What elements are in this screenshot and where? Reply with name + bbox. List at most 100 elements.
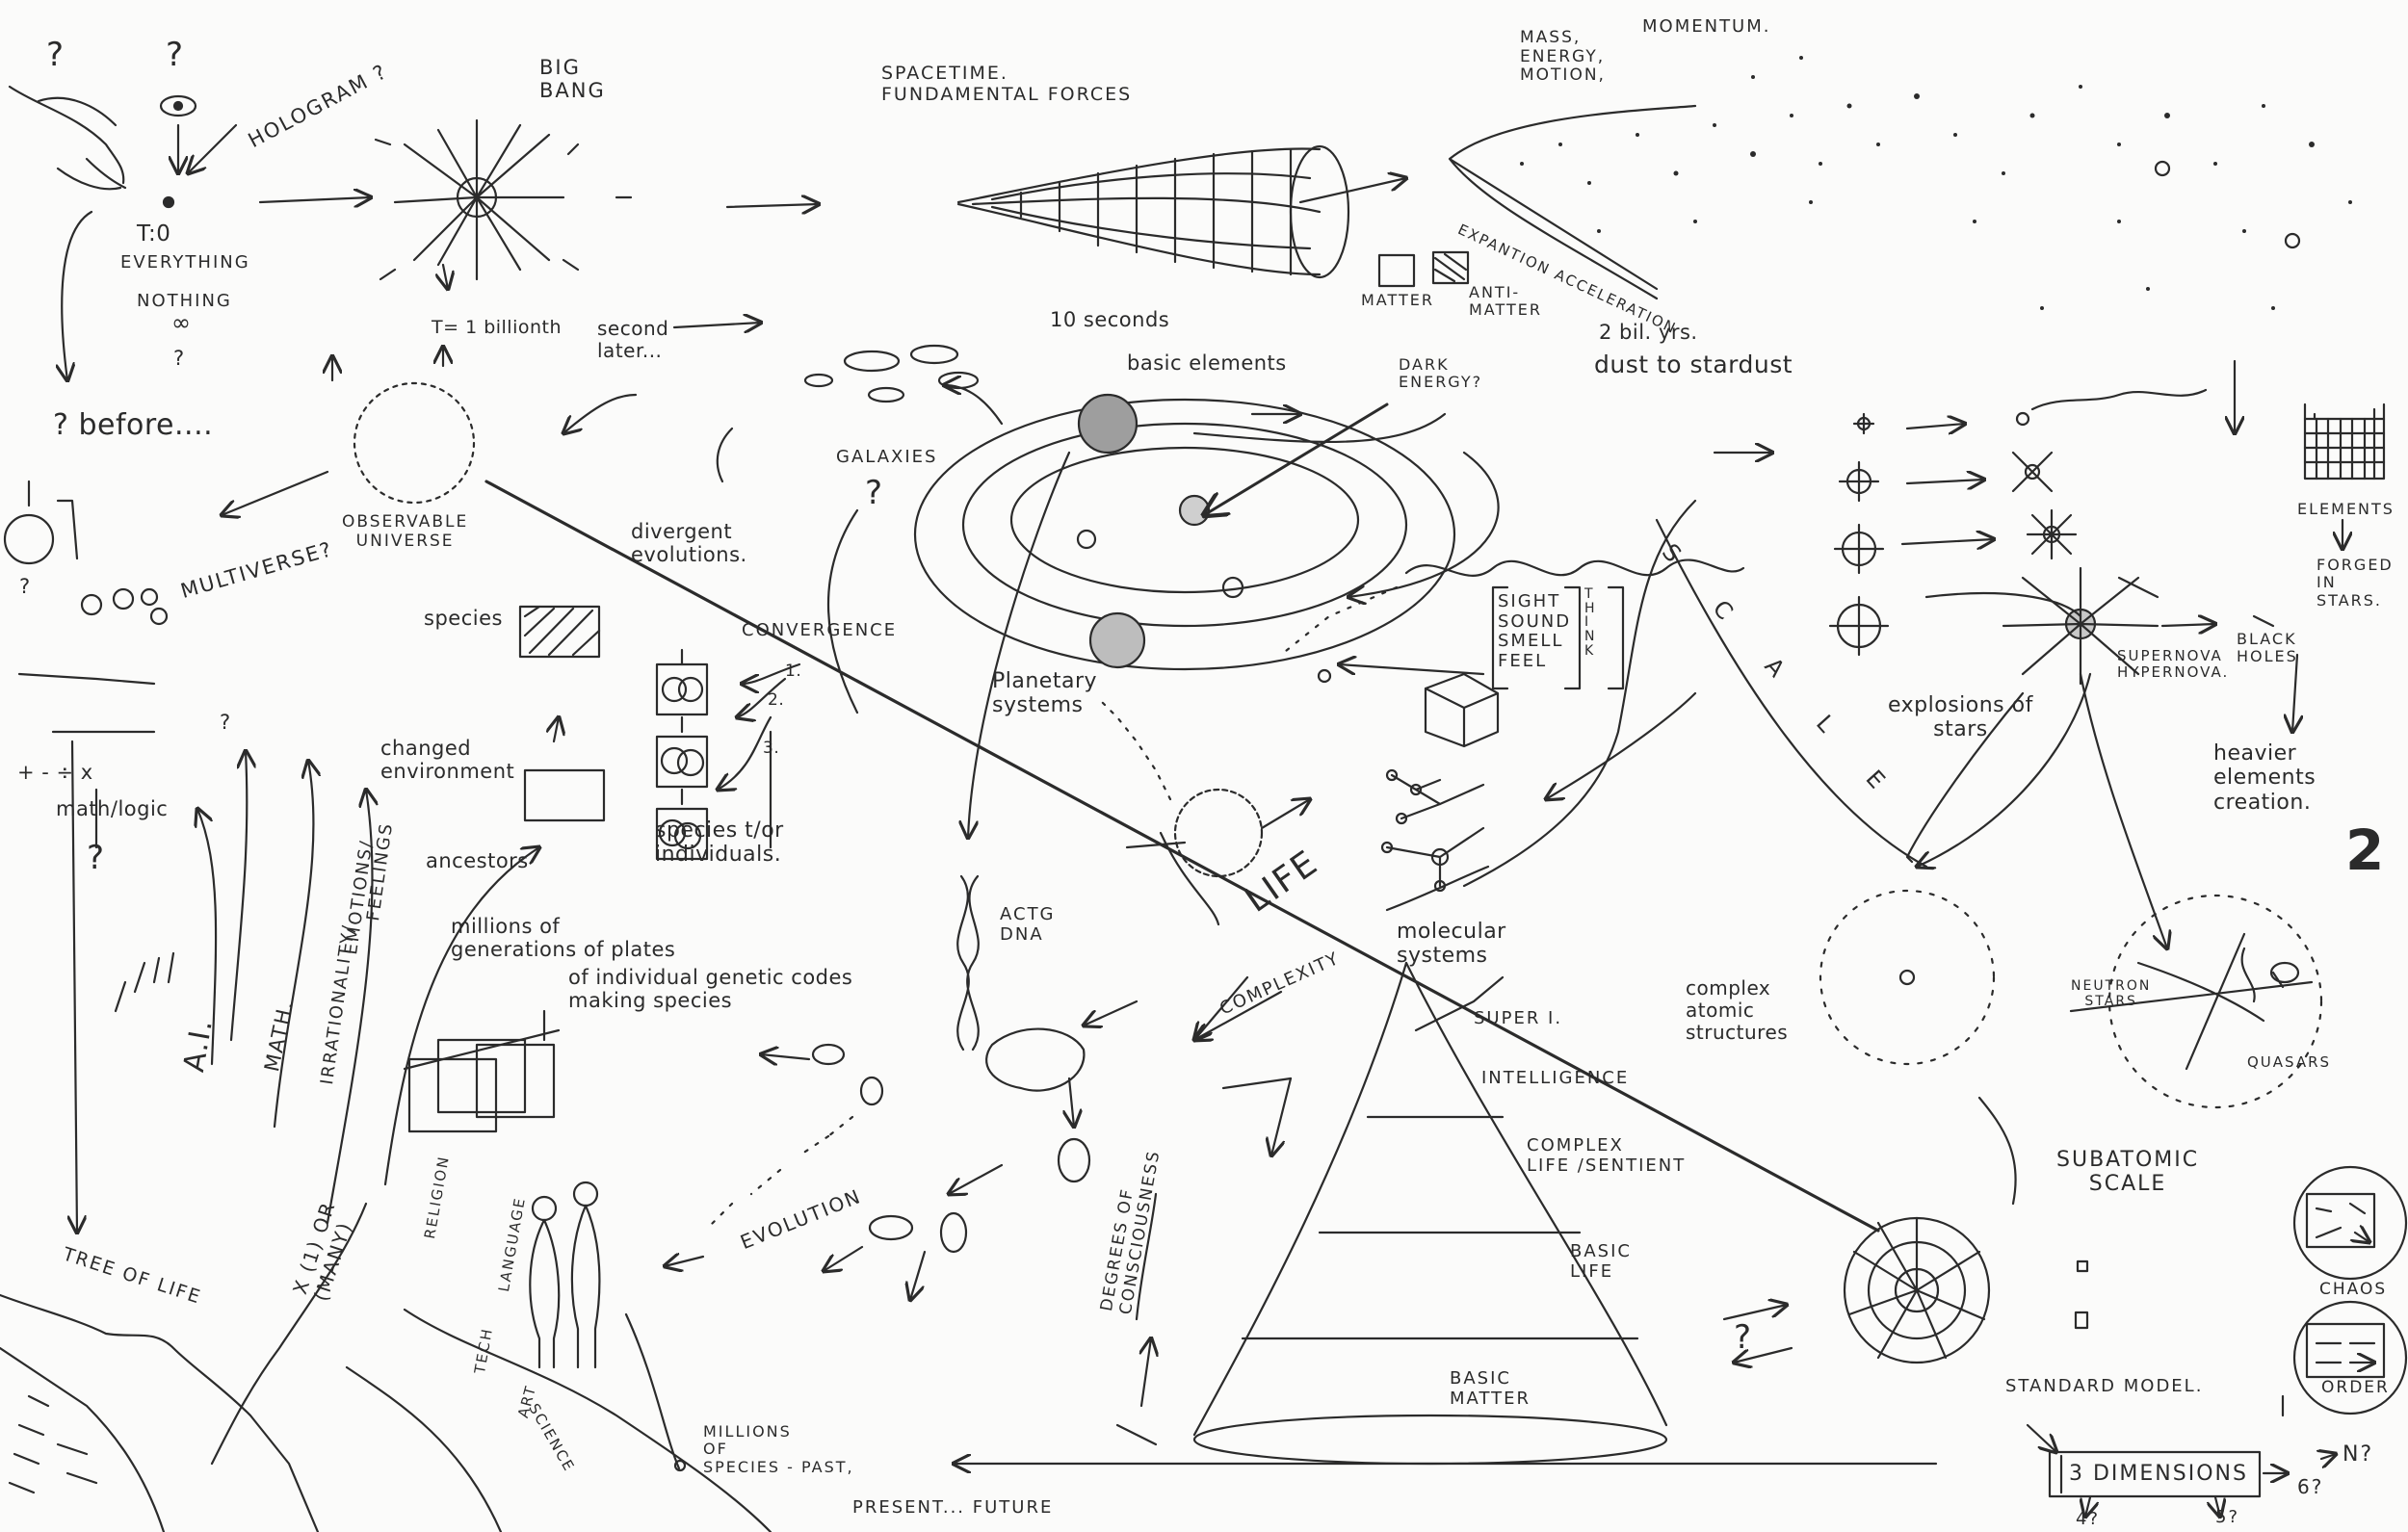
chaos-circle bbox=[2292, 1165, 2408, 1281]
wave-line bbox=[1404, 558, 1745, 577]
ten-seconds-label: 10 seconds bbox=[1050, 308, 1170, 331]
before-label: ? before.... bbox=[53, 408, 214, 442]
quasars-label: QUASARS bbox=[2247, 1053, 2332, 1071]
stardust-dots bbox=[1520, 56, 2352, 310]
species-label: species bbox=[424, 607, 503, 630]
consciousness-pyramid bbox=[1192, 961, 1668, 1466]
order-label: ORDER bbox=[2321, 1378, 2390, 1397]
basic-life-label: BASIC LIFE bbox=[1570, 1241, 1632, 1282]
step-3-label: 3. bbox=[763, 739, 780, 758]
black-holes-label: BLACK HOLES bbox=[2237, 630, 2298, 666]
basic-elements-label: basic elements bbox=[1127, 351, 1287, 375]
buildings-sketch bbox=[403, 1009, 561, 1133]
intelligence-label: INTELLIGENCE bbox=[1481, 1068, 1630, 1088]
five-question-label: 5? bbox=[2215, 1507, 2240, 1527]
everything-label: EVERYTHING bbox=[120, 252, 250, 273]
present-future-label: PRESENT... FUTURE bbox=[852, 1497, 1054, 1518]
question-mark: ? bbox=[220, 711, 231, 734]
millions-of-generations-label: millions of generations of plates bbox=[451, 915, 676, 962]
supernova-label: SUPERNOVA HYPERNOVA. bbox=[2117, 647, 2230, 682]
anti-matter-label: ANTI- MATTER bbox=[1469, 283, 1542, 320]
millions-of-species-label: MILLIONS OF SPECIES - PAST, bbox=[703, 1422, 854, 1476]
observable-universe-circle bbox=[353, 381, 476, 505]
step-1-label: 1. bbox=[785, 662, 802, 681]
question-mark: ? bbox=[19, 575, 31, 598]
momentum-label: MOMENTUM. bbox=[1642, 16, 1771, 37]
nothing-label: NOTHING bbox=[137, 291, 232, 311]
star-stages bbox=[1828, 412, 1890, 657]
think-label: T H I N K bbox=[1584, 586, 1597, 659]
species-individuals-label: species t/or individuals. bbox=[655, 818, 784, 868]
ancestors-label: ancestors bbox=[426, 849, 529, 872]
question-mark: ? bbox=[166, 36, 184, 74]
basic-matter-label: BASIC MATTER bbox=[1450, 1368, 1531, 1409]
spacetime-cone bbox=[956, 144, 1350, 279]
matter-square bbox=[1377, 253, 1416, 288]
human-figures bbox=[529, 1181, 601, 1369]
radial-sphere bbox=[1843, 1216, 1991, 1364]
subatomic-scale-label: SUBATOMIC SCALE bbox=[2056, 1148, 2200, 1197]
galaxies-label: GALAXIES bbox=[836, 447, 938, 467]
periodic-table-grid bbox=[2303, 402, 2386, 480]
neutron-star-quasar bbox=[2069, 894, 2323, 1109]
math-operators-label: + - ÷ x bbox=[17, 761, 93, 784]
mass-energy-motion-label: MASS, ENERGY, MOTION, bbox=[1520, 28, 1606, 86]
central-diagonal-line bbox=[484, 480, 1880, 1233]
molecule-network bbox=[1380, 672, 1500, 893]
elements-label: ELEMENTS bbox=[2297, 500, 2395, 518]
two-billion-years-label: 2 bil. yrs. bbox=[1599, 321, 1698, 344]
molecular-systems-label: molecular systems bbox=[1397, 920, 1506, 969]
big-bang-label: BIG BANG bbox=[539, 56, 606, 103]
question-mark: ? bbox=[173, 347, 185, 370]
step-2-label: 2. bbox=[768, 690, 785, 710]
super-i-label: SUPER I. bbox=[1474, 1008, 1563, 1028]
individual-genetic-codes-label: of individual genetic codes making speci… bbox=[568, 966, 853, 1013]
question-mark: ? bbox=[87, 839, 105, 877]
three-dimensions-box bbox=[2048, 1450, 2262, 1498]
t-billionth-label: T= 1 billionth bbox=[432, 317, 563, 338]
neutron-stars-label: NEUTRON STARS bbox=[2071, 978, 2152, 1010]
senses-label: SIGHT SOUND SMELL FEEL bbox=[1498, 591, 1572, 672]
convergence-label: CONVERGENCE bbox=[742, 620, 898, 640]
infinity-symbol: ∞ bbox=[171, 309, 192, 336]
ancestors-box bbox=[523, 768, 606, 822]
dna-helix bbox=[956, 874, 980, 1052]
forged-in-stars-label: FORGED IN STARS. bbox=[2316, 556, 2394, 610]
standard-model-label: STANDARD MODEL. bbox=[2005, 1376, 2204, 1396]
solar-system bbox=[913, 393, 1456, 684]
big-bang-burst bbox=[374, 118, 633, 281]
complex-atomic-structures-label: complex atomic structures bbox=[1686, 976, 1789, 1044]
page-number: 2 bbox=[2345, 818, 2385, 883]
matter-label: MATTER bbox=[1361, 291, 1434, 309]
dark-energy-label: DARK ENERGY? bbox=[1399, 355, 1483, 392]
question-mark: ? bbox=[865, 474, 883, 512]
eye-icon bbox=[159, 94, 197, 117]
antimatter-square bbox=[1431, 250, 1470, 285]
n-question-label: N? bbox=[2343, 1442, 2374, 1467]
heavier-elements-label: heavier elements creation. bbox=[2213, 741, 2316, 815]
galaxies-sketch bbox=[716, 344, 980, 483]
six-question-label: 6? bbox=[2297, 1475, 2324, 1498]
evolution-cells bbox=[811, 1027, 1091, 1254]
explosions-of-stars-label: explosions of stars bbox=[1888, 693, 2033, 742]
hand-icon bbox=[8, 85, 127, 191]
life-sphere bbox=[1173, 788, 1264, 878]
senses-bracket bbox=[1491, 585, 1625, 690]
expansion-wedge bbox=[1448, 104, 1697, 300]
spacetime-label: SPACETIME. FUNDAMENTAL FORCES bbox=[881, 63, 1133, 105]
actg-dna-label: ACTG DNA bbox=[1000, 904, 1056, 945]
math-logic-label: math/logic bbox=[56, 797, 169, 820]
second-later-label: second later... bbox=[597, 317, 669, 362]
changed-environment-label: changed environment bbox=[380, 737, 515, 784]
dust-to-stardust-label: dust to stardust bbox=[1594, 351, 1793, 378]
planetary-systems-label: Planetary systems bbox=[992, 669, 1098, 718]
t-zero-label: T:0 bbox=[137, 221, 171, 247]
question-mark: ? bbox=[46, 36, 65, 74]
complex-life-label: COMPLEX LIFE /SENTIENT bbox=[1527, 1135, 1687, 1176]
chaos-label: CHAOS bbox=[2319, 1280, 2388, 1299]
four-question-label: 4? bbox=[2076, 1509, 2101, 1529]
three-dimensions-label: 3 DIMENSIONS bbox=[2069, 1462, 2248, 1486]
atomic-structure bbox=[1819, 889, 1996, 1066]
